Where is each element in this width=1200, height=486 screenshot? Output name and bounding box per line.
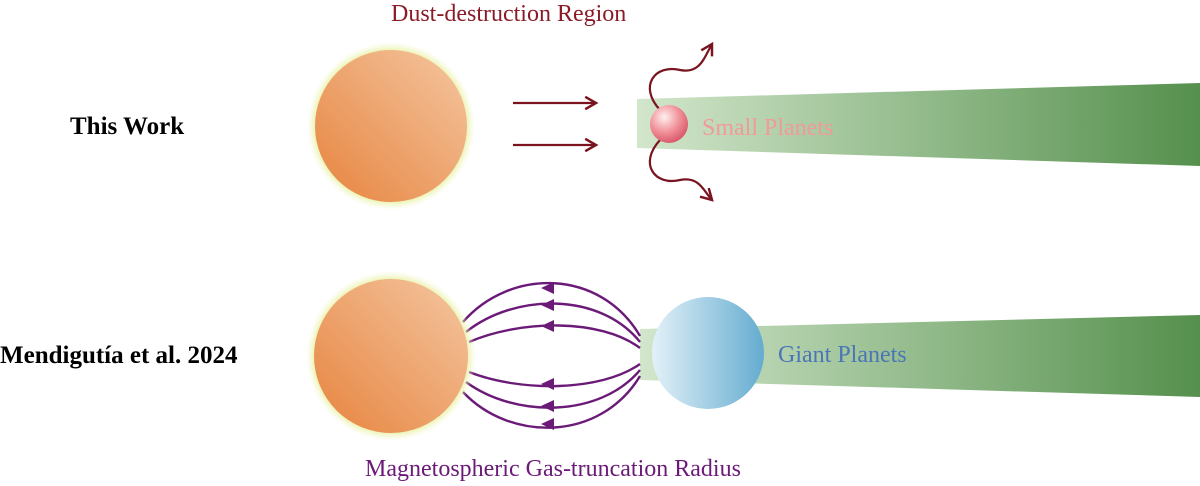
row-label-mendigutia: Mendigutía et al. 2024 <box>0 342 238 369</box>
dust-flow-arrows <box>513 95 599 153</box>
magnetic-field-lines <box>462 282 642 429</box>
giant-planet <box>652 297 764 409</box>
magnetic-field-arrowheads <box>541 282 554 430</box>
star-bottom <box>306 271 476 441</box>
disk-bottom <box>640 315 1200 397</box>
magnetospheric-radius-label: Magnetospheric Gas-truncation Radius <box>365 456 741 482</box>
dust-destruction-label: Dust-destruction Region <box>391 1 626 27</box>
dust-escape-arrows <box>648 41 714 202</box>
small-planet <box>650 105 688 143</box>
star-top <box>307 42 475 210</box>
giant-planets-label: Giant Planets <box>778 342 907 368</box>
small-planets-label: Small Planets <box>702 115 833 141</box>
row-label-this-work: This Work <box>70 113 184 140</box>
disk-top <box>637 83 1200 166</box>
